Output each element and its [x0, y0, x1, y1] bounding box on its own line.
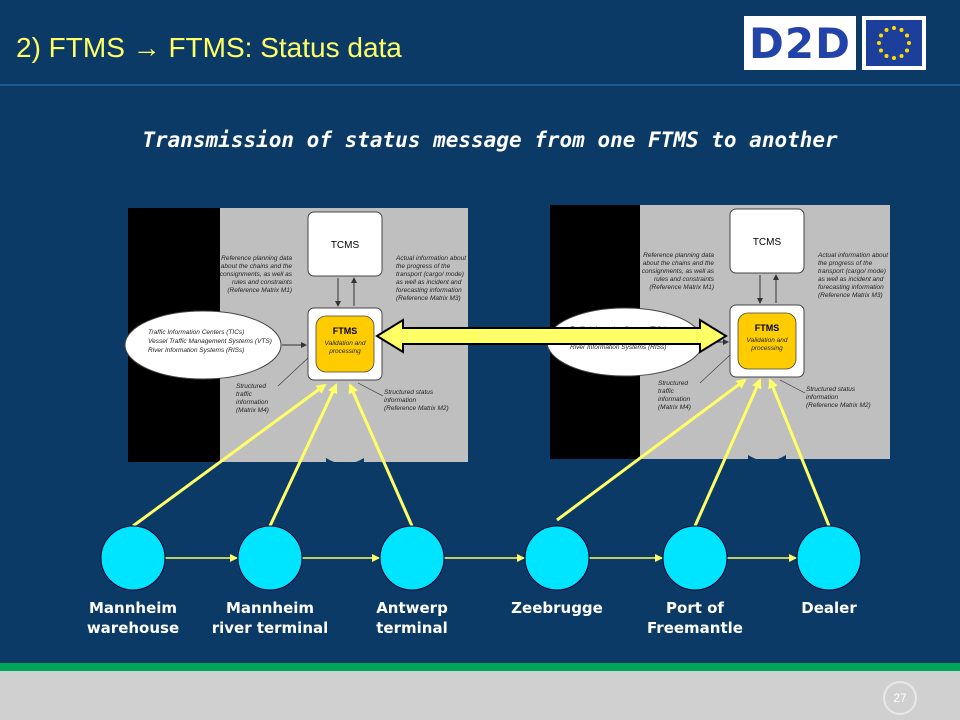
- status-arrow: [556, 378, 747, 522]
- panel-tab: [748, 455, 786, 461]
- pointer-line: [357, 382, 384, 397]
- chain-node: [796, 525, 862, 591]
- status-arrow: [693, 378, 762, 527]
- header-divider: [0, 84, 960, 86]
- eu-flag-icon: [862, 16, 926, 70]
- status-arrow: [348, 383, 414, 527]
- chain-node: [100, 525, 166, 591]
- ftms-inner: [737, 312, 797, 370]
- chain-node-label: Dealer: [801, 599, 857, 617]
- tcms-label: TCMS: [331, 240, 360, 251]
- tcms-box: [729, 208, 805, 274]
- chain-node: [662, 525, 728, 591]
- slide-title: 2) FTMS → FTMS: Status data: [16, 32, 402, 63]
- traffic-centers-ellipse: [124, 310, 282, 380]
- status-arrow: [268, 383, 338, 527]
- chain-node: [524, 525, 590, 591]
- tcms-label: TCMS: [753, 237, 782, 248]
- ftms-inner: [315, 315, 375, 373]
- page-number: 27: [883, 681, 917, 715]
- status-arrow: [132, 383, 327, 528]
- ftms-exchange-arrow: [375, 318, 728, 354]
- footer-bar: [0, 671, 960, 720]
- pointer-line: [779, 379, 806, 394]
- d2d-logo: D2D: [744, 16, 856, 70]
- chain-node-label: Zeebrugge: [511, 599, 603, 617]
- panel-tab: [326, 458, 364, 464]
- chain-node-label: Mannheim river terminal: [211, 599, 329, 637]
- logo-text: D2D: [749, 18, 851, 68]
- chain-node-label: Mannheim warehouse: [86, 599, 180, 637]
- diagram-subtitle: Transmission of status message from one …: [142, 128, 838, 152]
- chain-node-label: Antwerp terminal: [376, 599, 448, 637]
- chain-node: [379, 525, 445, 591]
- pointer-line: [277, 357, 309, 387]
- ftms-label: FTMS: [333, 326, 358, 336]
- pointer-line: [699, 354, 731, 384]
- chain-node: [237, 525, 303, 591]
- ftms-label: FTMS: [755, 323, 780, 333]
- tcms-box: [307, 211, 383, 277]
- traffic-centers-text: Traffic Information Centers (TICs)Vessel…: [148, 329, 272, 354]
- chain-node-label: Port of Freemantle: [647, 599, 743, 637]
- status-arrow: [768, 378, 831, 527]
- footer-accent-line: [0, 663, 960, 671]
